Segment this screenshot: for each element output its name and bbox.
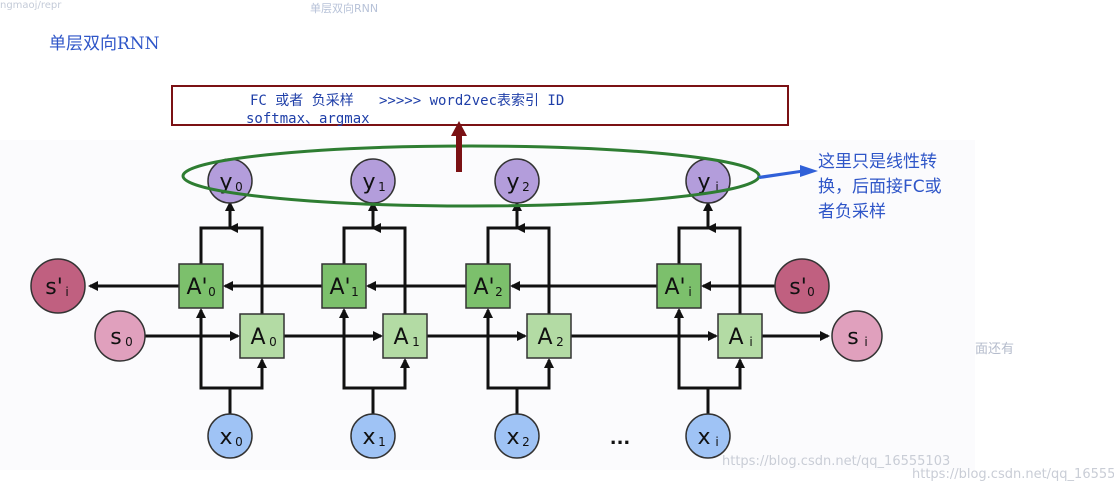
svg-text:s: s	[847, 325, 858, 350]
page-title: 单层双向RNN	[49, 34, 160, 54]
note-line-1: 这里只是线性转	[818, 152, 937, 172]
svg-text:i: i	[864, 335, 867, 349]
svg-text:0: 0	[807, 285, 815, 299]
svg-text:y: y	[697, 170, 710, 195]
backward-cell-i: A'i	[656, 263, 702, 309]
svg-text:0: 0	[269, 335, 277, 349]
svg-text:i: i	[715, 180, 718, 194]
edge-aback-to-y-2	[486, 201, 522, 264]
note-line-3: 者负采样	[818, 202, 886, 222]
watermark-2: https://blog.csdn.net/qq_16555103	[912, 467, 1114, 482]
side-text: 面还有	[975, 342, 1015, 357]
edge-x-to-aback-2	[483, 308, 519, 414]
edge-afwd-to-y-0	[228, 223, 264, 314]
svg-text:s': s'	[789, 275, 807, 300]
svg-text:i: i	[65, 285, 68, 299]
svg-text:2: 2	[522, 180, 530, 194]
svg-text:A': A'	[473, 275, 494, 300]
red-up-arrow	[451, 121, 467, 172]
note-text: 这里只是线性转 换，后面接FC或 者负采样	[818, 150, 983, 225]
svg-text:1: 1	[378, 435, 386, 449]
svg-text:2: 2	[495, 285, 503, 299]
edge-afwd-to-y-1	[371, 223, 407, 314]
edge-x-to-afwd-3	[708, 358, 745, 390]
svg-text:y: y	[219, 170, 232, 195]
state-node-sback-i: s'i	[30, 258, 86, 314]
svg-text:1: 1	[351, 285, 359, 299]
svg-text:s': s'	[45, 275, 63, 300]
edge-aback-to-y-1	[342, 201, 378, 264]
backward-cell-1: A'1	[321, 263, 367, 309]
svg-text:A': A'	[664, 275, 685, 300]
note-line-2: 换，后面接FC或	[818, 177, 942, 197]
edge-afwd-to-y-3	[706, 223, 742, 314]
watermark-1: https://blog.csdn.net/qq_16555103	[722, 454, 951, 469]
svg-text:i: i	[715, 435, 718, 449]
edge-x-to-aback-0	[196, 308, 232, 414]
state-node-sback-0: s'0	[774, 258, 830, 314]
svg-text:0: 0	[235, 180, 243, 194]
svg-text:i: i	[749, 335, 752, 349]
edge-x-to-aback-3	[674, 308, 710, 414]
backward-cell-0: A'0	[178, 263, 224, 309]
faded-top-title: 单层双向RNN	[310, 2, 379, 15]
backward-cell-2: A'2	[465, 263, 511, 309]
edge-x-to-afwd-1	[373, 358, 410, 390]
ellipsis: ...	[610, 428, 631, 449]
edge-x-to-afwd-2	[517, 358, 554, 390]
fc-box: FC 或者 负采样 >>>>> word2vec表索引 ID softmax、a…	[171, 85, 789, 127]
svg-text:A: A	[250, 325, 265, 350]
svg-text:A: A	[728, 325, 743, 350]
fc-line-1: FC 或者 负采样 >>>>> word2vec表索引 ID	[250, 93, 565, 109]
svg-text:1: 1	[378, 180, 386, 194]
svg-text:i: i	[688, 285, 691, 299]
edge-x-to-aback-1	[339, 308, 375, 414]
edge-aback-to-y-3	[677, 201, 713, 264]
svg-text:A': A'	[186, 275, 207, 300]
svg-text:x: x	[362, 425, 375, 450]
edge-x-to-afwd-0	[230, 358, 267, 390]
faded-left-text: ngmaoj/repr	[0, 0, 62, 11]
diagram-edges	[88, 201, 830, 414]
svg-text:y: y	[506, 170, 519, 195]
svg-text:x: x	[697, 425, 710, 450]
svg-text:2: 2	[556, 335, 564, 349]
svg-text:0: 0	[235, 435, 243, 449]
svg-text:A': A'	[329, 275, 350, 300]
svg-text:2: 2	[522, 435, 530, 449]
svg-text:1: 1	[412, 335, 420, 349]
svg-text:A: A	[393, 325, 408, 350]
svg-text:y: y	[362, 170, 375, 195]
svg-text:0: 0	[125, 335, 133, 349]
fc-line-2: softmax、argmax	[246, 111, 370, 127]
svg-text:A: A	[537, 325, 552, 350]
svg-text:x: x	[506, 425, 519, 450]
blue-note-arrow	[758, 165, 818, 179]
edge-afwd-to-y-2	[515, 223, 551, 314]
svg-text:s: s	[110, 325, 121, 350]
svg-text:x: x	[219, 425, 232, 450]
edge-aback-to-y-0	[199, 201, 235, 264]
svg-text:0: 0	[208, 285, 216, 299]
